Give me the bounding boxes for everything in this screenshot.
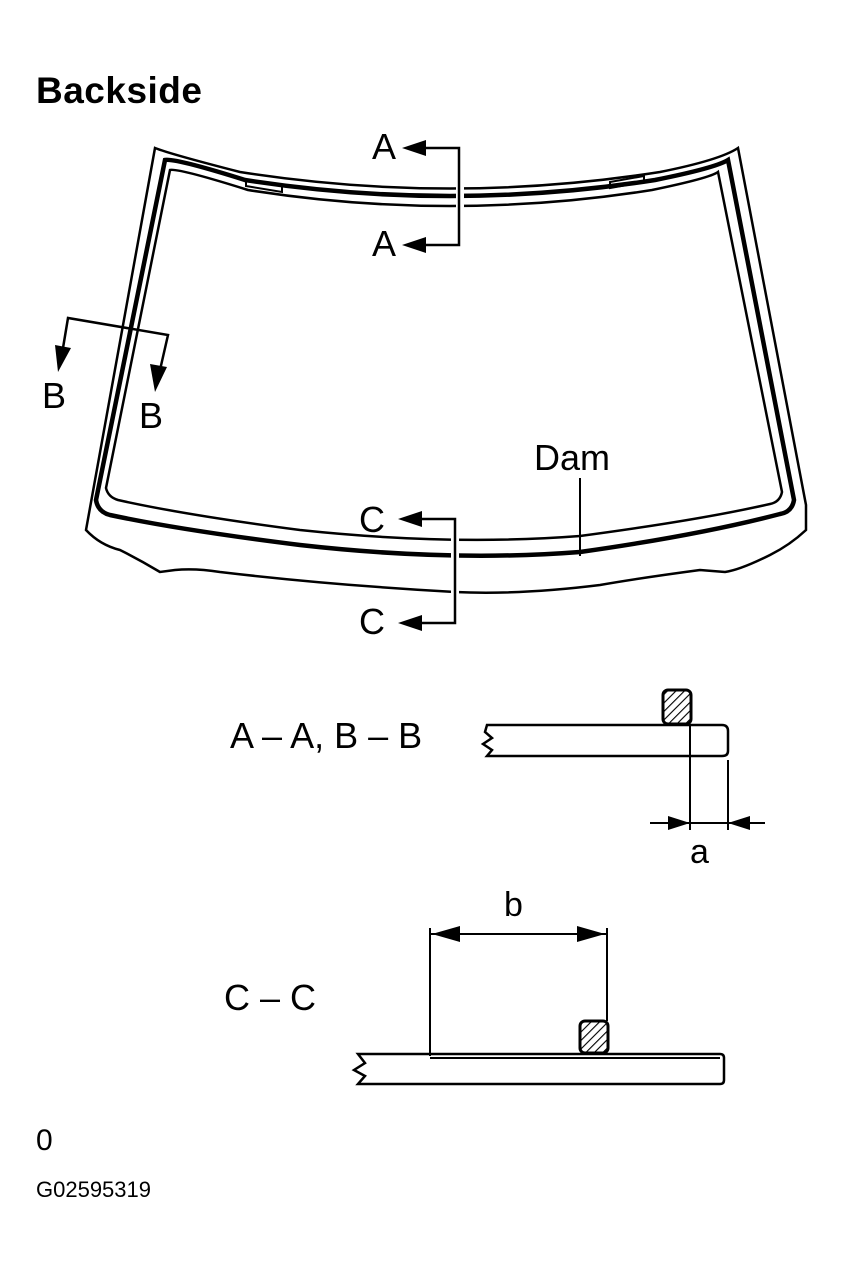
windshield-outline (84, 145, 808, 594)
dam-outer-line (93, 156, 797, 558)
glass-cross-section (351, 1052, 726, 1086)
section-cc-detail (351, 926, 726, 1086)
glass-cross-section (480, 723, 730, 758)
section-line-bb (55, 316, 170, 392)
section-marker-c-bottom: C (359, 601, 385, 642)
top-molding-clip-left (245, 178, 283, 194)
section-marker-a-top: A (372, 126, 397, 167)
dimension-a-label: a (690, 833, 709, 871)
dam-cross-section (661, 688, 693, 726)
section-marker-a-bottom: A (372, 223, 397, 264)
figure-code: G02595319 (36, 1177, 151, 1202)
top-molding-clip-right (609, 174, 645, 190)
section-line-aa (402, 140, 461, 253)
dimension-b-label: b (504, 886, 523, 924)
figure-number: 0 (36, 1124, 53, 1157)
dam-callout-label: Dam (534, 437, 611, 478)
dam-inner-line (104, 168, 784, 542)
section-aa-bb-detail (480, 688, 765, 830)
dam-cross-section (578, 1019, 610, 1055)
section-cc-label: C – C (224, 977, 317, 1018)
section-marker-b-left: B (42, 375, 67, 416)
diagram-title: Backside (36, 70, 203, 111)
section-line-cc (398, 511, 457, 631)
section-marker-c-top: C (359, 499, 385, 540)
section-aa-bb-label: A – A, B – B (230, 715, 423, 756)
glass-outer-edge (84, 145, 808, 594)
section-marker-b-right: B (139, 395, 164, 436)
